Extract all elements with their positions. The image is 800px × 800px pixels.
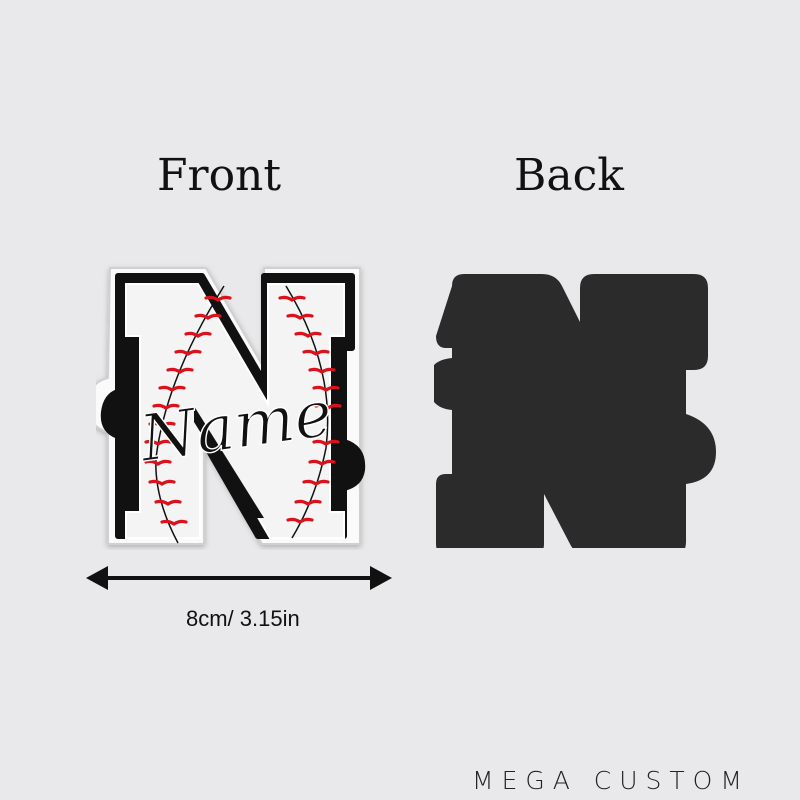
brand-logo-text: MEGA CUSTOM	[472, 766, 750, 795]
double-arrow-icon	[86, 566, 392, 590]
front-keychain-image: Name	[96, 258, 372, 550]
back-keychain-image	[434, 272, 720, 548]
back-silhouette	[434, 274, 716, 548]
back-label: Back	[514, 150, 624, 201]
front-label: Front	[157, 150, 282, 201]
dimension-label: 8cm/ 3.15in	[186, 606, 300, 631]
